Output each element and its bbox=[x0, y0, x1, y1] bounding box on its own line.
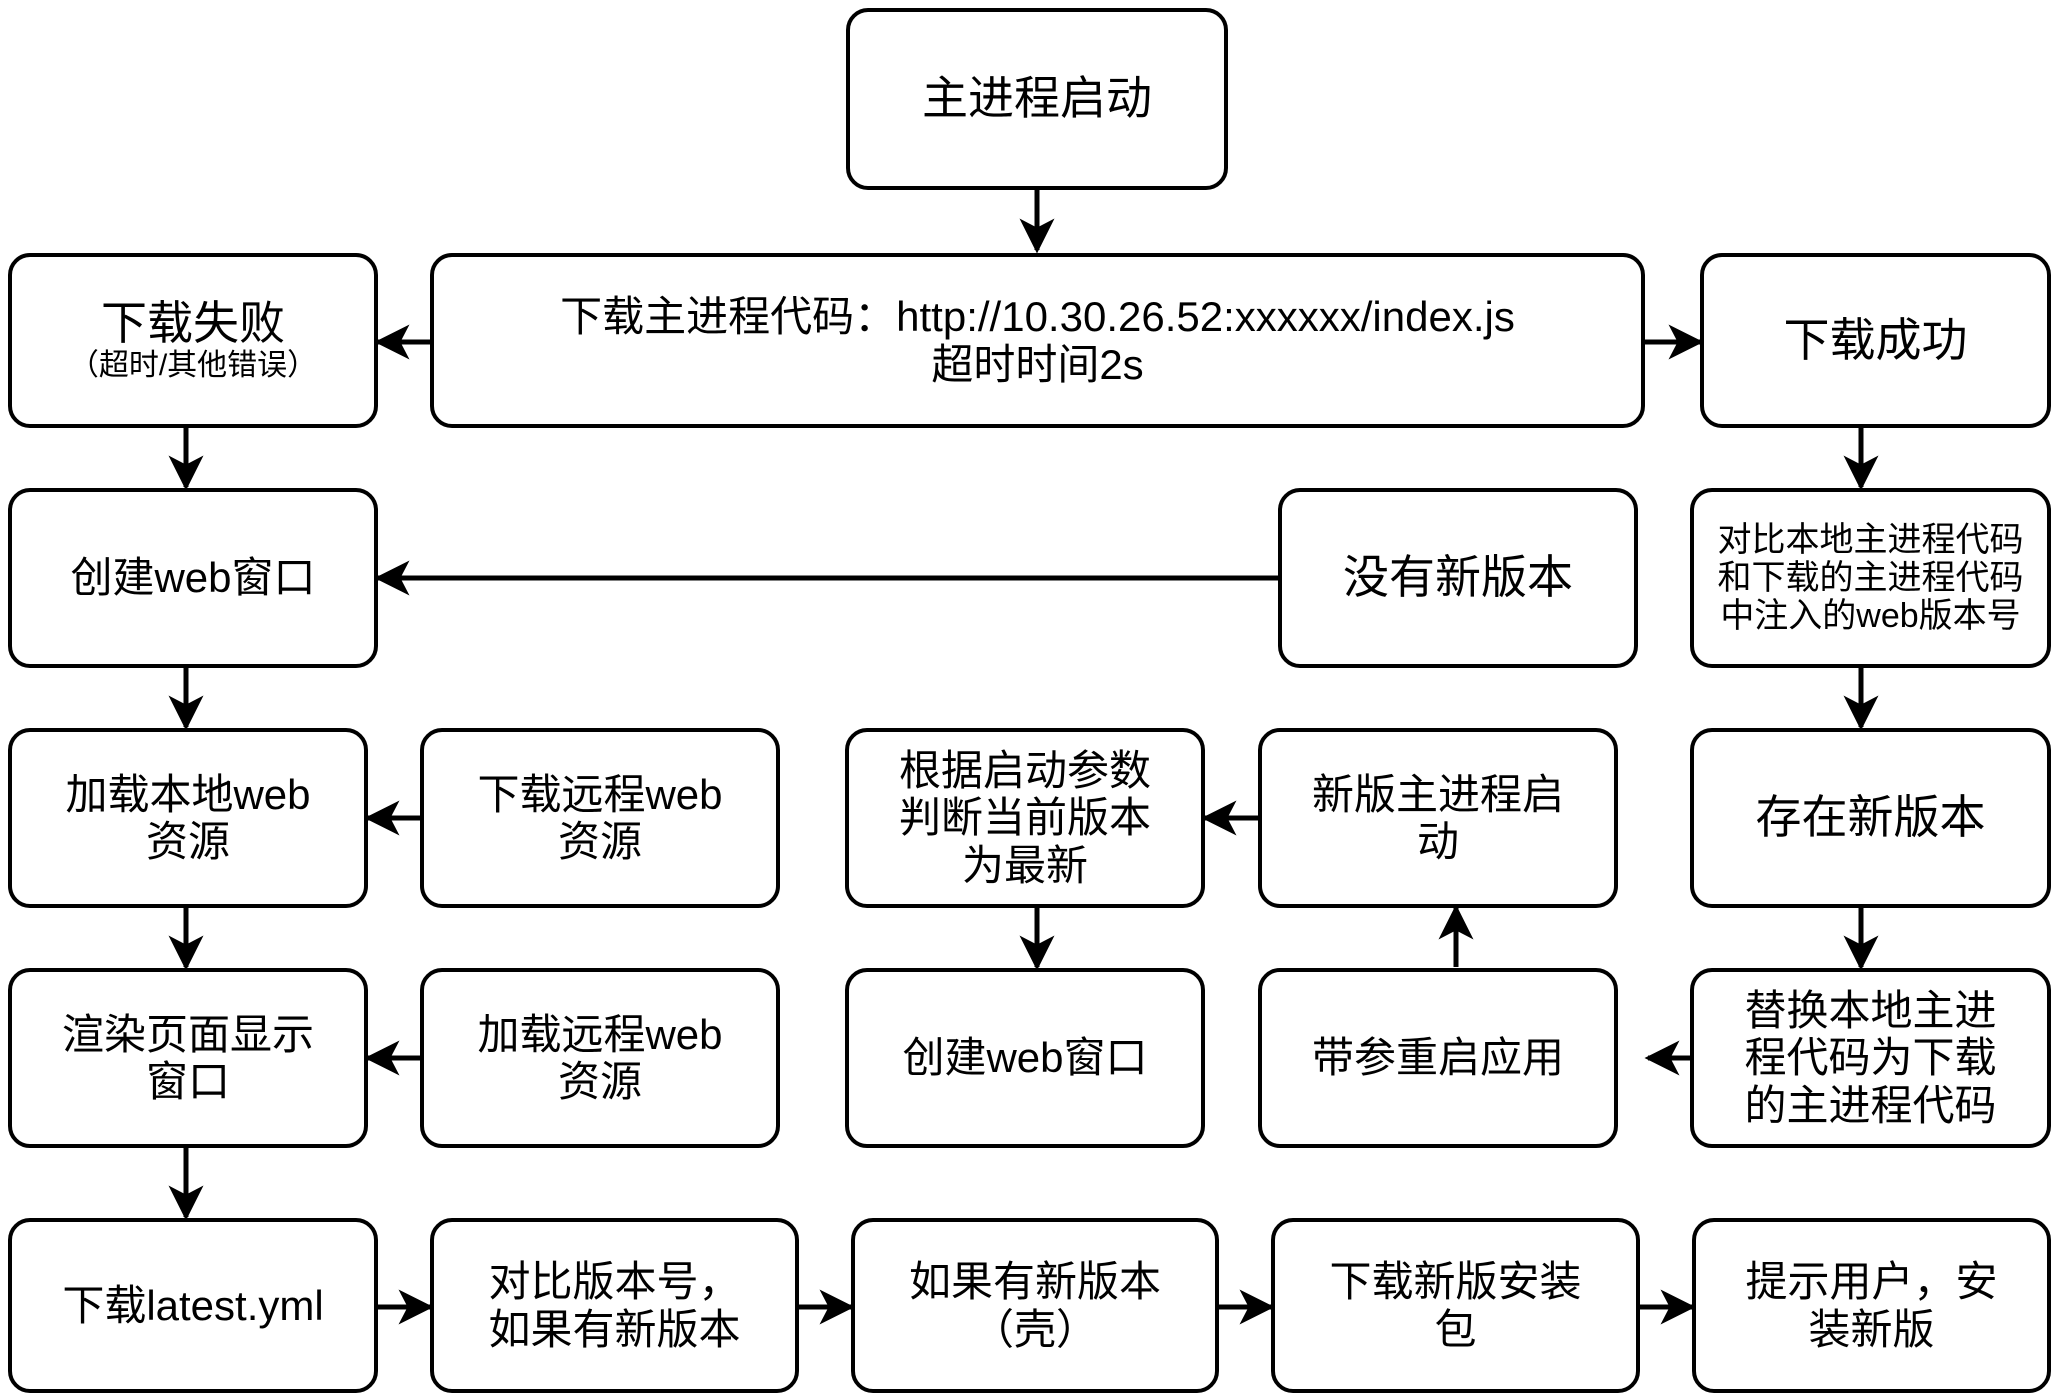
node-download-fail-label: 下载失败 bbox=[101, 296, 285, 349]
node-download-success-label: 下载成功 bbox=[1783, 313, 1968, 366]
node-main-process-start[interactable]: 主进程启动 bbox=[846, 8, 1228, 190]
node-download-fail[interactable]: 下载失败 （超时/其他错误） bbox=[8, 253, 378, 428]
node-has-new-version-label: 存在新版本 bbox=[1755, 791, 1986, 844]
node-new-main-process-start[interactable]: 新版主进程启 动 bbox=[1258, 728, 1618, 908]
node-render-page-window[interactable]: 渲染页面显示 窗口 bbox=[8, 968, 368, 1148]
node-judge-latest[interactable]: 根据启动参数 判断当前版本 为最新 bbox=[845, 728, 1205, 908]
node-download-remote-web[interactable]: 下载远程web 资源 bbox=[420, 728, 780, 908]
node-compare-versions-label: 对比本地主进程代码 和下载的主进程代码 中注入的web版本号 bbox=[1717, 520, 2024, 636]
node-judge-latest-label: 根据启动参数 判断当前版本 为最新 bbox=[898, 747, 1151, 889]
node-load-local-web[interactable]: 加载本地web 资源 bbox=[8, 728, 368, 908]
node-compare-versions[interactable]: 对比本地主进程代码 和下载的主进程代码 中注入的web版本号 bbox=[1690, 488, 2051, 668]
node-load-local-web-label: 加载本地web 资源 bbox=[65, 770, 311, 865]
node-new-main-process-start-label: 新版主进程启 动 bbox=[1311, 770, 1564, 865]
node-no-new-version-label: 没有新版本 bbox=[1343, 551, 1573, 604]
node-load-remote-web[interactable]: 加载远程web 资源 bbox=[420, 968, 780, 1148]
node-create-web-window-2-label: 创建web窗口 bbox=[902, 1034, 1148, 1082]
node-download-fail-sub: （超时/其他错误） bbox=[68, 349, 318, 383]
node-compare-version-number[interactable]: 对比版本号， 如果有新版本 bbox=[430, 1218, 799, 1393]
node-replace-local-code[interactable]: 替换本地主进 程代码为下载 的主进程代码 bbox=[1690, 968, 2051, 1148]
node-download-main-code-line2: 超时时间2s bbox=[931, 340, 1144, 388]
node-create-web-window-2[interactable]: 创建web窗口 bbox=[845, 968, 1205, 1148]
node-restart-with-args-label: 带参重启应用 bbox=[1311, 1034, 1564, 1082]
node-has-new-version[interactable]: 存在新版本 bbox=[1690, 728, 2051, 908]
node-create-web-window-1[interactable]: 创建web窗口 bbox=[8, 488, 378, 668]
node-if-new-version-shell[interactable]: 如果有新版本 （壳） bbox=[851, 1218, 1219, 1393]
node-download-success[interactable]: 下载成功 bbox=[1700, 253, 2051, 428]
node-download-latest-yml[interactable]: 下载latest.yml bbox=[8, 1218, 378, 1393]
node-create-web-window-1-label: 创建web窗口 bbox=[70, 554, 316, 602]
node-download-main-code[interactable]: 下载主进程代码：http://10.30.26.52:xxxxxx/index.… bbox=[430, 253, 1645, 428]
node-main-process-start-label: 主进程启动 bbox=[922, 72, 1152, 125]
node-render-page-window-label: 渲染页面显示 窗口 bbox=[61, 1010, 314, 1105]
node-download-main-code-label: 下载主进程代码：http://10.30.26.52:xxxxxx/index.… bbox=[560, 293, 1515, 341]
node-load-remote-web-label: 加载远程web 资源 bbox=[477, 1010, 723, 1105]
node-download-latest-yml-label: 下载latest.yml bbox=[62, 1281, 324, 1329]
node-compare-version-number-label: 对比版本号， 如果有新版本 bbox=[488, 1258, 741, 1353]
node-if-new-version-shell-label: 如果有新版本 （壳） bbox=[908, 1258, 1161, 1353]
node-download-new-installer-label: 下载新版安装 包 bbox=[1329, 1258, 1582, 1353]
node-restart-with-args[interactable]: 带参重启应用 bbox=[1258, 968, 1618, 1148]
node-download-new-installer[interactable]: 下载新版安装 包 bbox=[1271, 1218, 1640, 1393]
node-prompt-user-install-label: 提示用户，安 装新版 bbox=[1745, 1258, 1998, 1353]
node-replace-local-code-label: 替换本地主进 程代码为下载 的主进程代码 bbox=[1744, 987, 1997, 1129]
node-no-new-version[interactable]: 没有新版本 bbox=[1278, 488, 1638, 668]
node-download-remote-web-label: 下载远程web 资源 bbox=[477, 770, 723, 865]
node-prompt-user-install[interactable]: 提示用户，安 装新版 bbox=[1692, 1218, 2051, 1393]
